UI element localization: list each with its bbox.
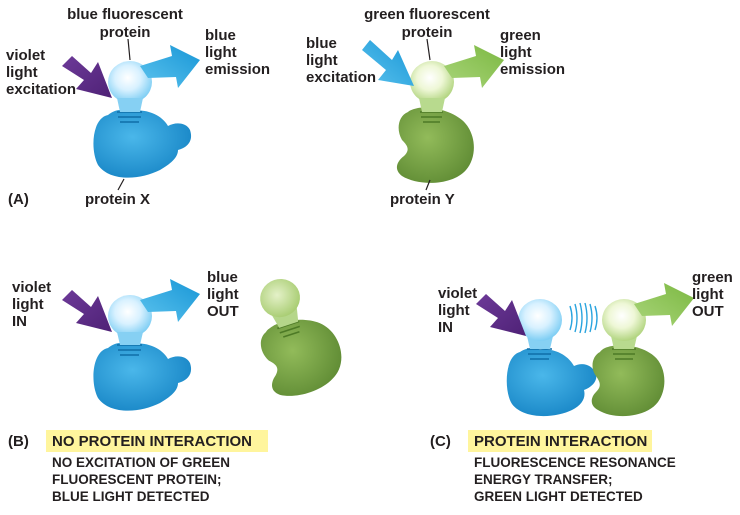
protein-y-label: protein Y (390, 191, 455, 208)
blue-emission-label-line3: emission (205, 61, 270, 78)
panel-a-tag: (A) (8, 191, 29, 208)
panel-b-blue-fp-bulb (108, 295, 152, 337)
blue-fp-stem (117, 98, 143, 112)
blue-emission-arrow (140, 45, 200, 88)
panel-c-protein-y-body (591, 345, 665, 417)
panel-b-heading: NO PROTEIN INTERACTION (52, 433, 252, 450)
panel-c-description-line2: ENERGY TRANSFER; (474, 472, 613, 487)
panel-b-in-label-line2: light (12, 296, 44, 313)
panel-b-group (62, 279, 342, 411)
panel-b-out-label-line1: blue (207, 269, 238, 286)
panel-c-out-label-line2: light (692, 286, 724, 303)
blue-fp-label-line1: blue fluorescent (67, 6, 183, 23)
protein-x-label: protein X (85, 191, 150, 208)
panel-b-blue-out-arrow (140, 279, 200, 322)
violet-excitation-label-line3: excitation (6, 81, 76, 98)
panel-b-out-label-line3: OUT (207, 303, 239, 320)
protein-y-body (396, 107, 474, 183)
panel-c-description-line1: FLUORESCENCE RESONANCE (474, 455, 676, 470)
panel-b-heading-highlight (46, 430, 268, 452)
blue-excitation-arrow (362, 40, 414, 86)
violet-excitation-label-line1: violet (6, 47, 45, 64)
panel-b-tag: (B) (8, 433, 29, 450)
panel-c-protein-x-body (506, 348, 597, 417)
green-emission-label-line3: emission (500, 61, 565, 78)
panel-c-description-line3: GREEN LIGHT DETECTED (474, 489, 643, 504)
panel-a-protein-y-group (362, 38, 504, 191)
panel-b-protein-y (260, 279, 342, 396)
blue-fp-label-line2: protein (100, 24, 151, 41)
fret-energy-waves (569, 302, 598, 334)
panel-c-in-label-line2: light (438, 302, 470, 319)
blue-excitation-label-line3: excitation (306, 69, 376, 86)
green-fp-bulb (410, 61, 454, 103)
blue-emission-label-line2: light (205, 44, 237, 61)
panel-c-heading: PROTEIN INTERACTION (474, 433, 647, 450)
panel-c-tag: (C) (430, 433, 451, 450)
green-emission-label-line2: light (500, 44, 532, 61)
panel-c-heading-highlight (468, 430, 652, 452)
panel-c-group (476, 283, 694, 417)
blue-excitation-label-line2: light (306, 52, 338, 69)
panel-b-protein-x-body (93, 342, 192, 411)
green-emission-arrow (444, 45, 504, 88)
violet-excitation-arrow (62, 56, 112, 98)
panel-c-blue-fp-bulb (518, 299, 562, 341)
panel-b-out-label-line2: light (207, 286, 239, 303)
panel-b-description-line2: FLUORESCENT PROTEIN; (52, 472, 222, 487)
blue-emission-label-line1: blue (205, 27, 236, 44)
panel-c-out-label-line3: OUT (692, 303, 724, 320)
panel-c-green-out-arrow (634, 283, 694, 326)
panel-b-violet-in-arrow (62, 290, 112, 332)
blue-fp-bulb (108, 61, 152, 103)
panel-b-description-line1: NO EXCITATION OF GREEN (52, 455, 230, 470)
blue-excitation-label-line1: blue (306, 35, 337, 52)
panel-c-violet-in-arrow (476, 294, 526, 336)
panel-a-protein-x-group (62, 38, 200, 191)
panel-b-description-line3: BLUE LIGHT DETECTED (52, 489, 210, 504)
panel-c-green-fp-bulb (602, 299, 646, 341)
green-fp-label-line2: protein (402, 24, 453, 41)
violet-excitation-label-line2: light (6, 64, 38, 81)
green-fp-label-line1: green fluorescent (364, 6, 490, 23)
panel-c-out-label-line1: green (692, 269, 733, 286)
green-emission-label-line1: green (500, 27, 541, 44)
panel-c-in-label-line3: IN (438, 319, 453, 336)
protein-x-body (93, 109, 192, 178)
panel-b-in-label-line1: violet (12, 279, 51, 296)
panel-b-in-label-line3: IN (12, 313, 27, 330)
panel-c-in-label-line1: violet (438, 285, 477, 302)
green-fp-stem (419, 98, 445, 112)
